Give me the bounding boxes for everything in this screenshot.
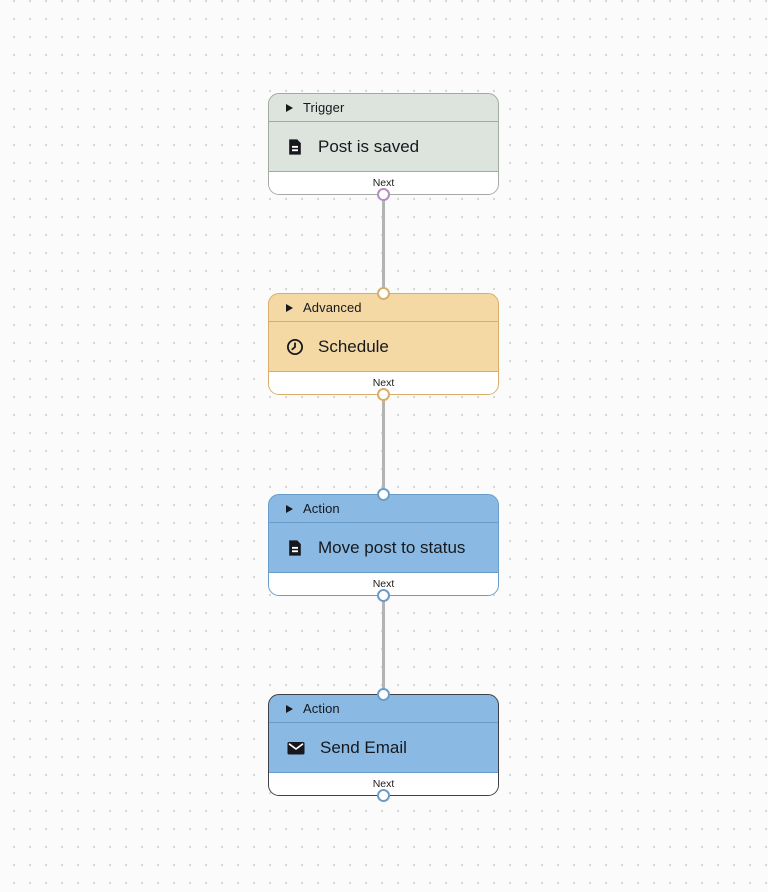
next-label: Next: [372, 578, 395, 590]
node-trigger[interactable]: Trigger Post is saved Next: [268, 93, 499, 201]
node-header[interactable]: Advanced: [269, 294, 498, 322]
next-label: Next: [372, 177, 395, 189]
output-handle[interactable]: [377, 388, 390, 401]
node-action-send-email[interactable]: Action Send Email Next: [268, 688, 499, 802]
node-category-label: Trigger: [303, 100, 345, 115]
document-icon: [289, 138, 301, 155]
node-title: Post is saved: [318, 136, 420, 156]
node-footer: Next: [269, 572, 498, 595]
input-handle[interactable]: [377, 488, 390, 501]
node-header[interactable]: Action: [269, 495, 498, 523]
collapse-triangle-icon: [286, 704, 293, 713]
node-body: Send Email: [269, 723, 498, 772]
node-advanced[interactable]: Advanced Schedule Next: [268, 287, 499, 401]
node-footer: Next: [269, 171, 498, 194]
next-label: Next: [372, 778, 395, 790]
edge-connector[interactable]: [382, 195, 385, 294]
collapse-triangle-icon: [286, 303, 293, 312]
node-footer: Next: [269, 371, 498, 394]
mail-icon: [287, 741, 305, 754]
collapse-triangle-icon: [286, 504, 293, 513]
node-header[interactable]: Action: [269, 695, 498, 723]
node-footer: Next: [269, 772, 498, 795]
node-action-move-post[interactable]: Action Move post to status Next: [268, 488, 499, 602]
collapse-triangle-icon: [286, 103, 293, 112]
output-handle[interactable]: [377, 188, 390, 201]
node-title: Send Email: [320, 737, 407, 757]
output-handle[interactable]: [377, 789, 390, 802]
node-category-label: Advanced: [303, 300, 362, 315]
input-handle[interactable]: [377, 688, 390, 701]
node-body: Schedule: [269, 322, 498, 371]
edge-connector[interactable]: [382, 596, 385, 695]
node-body: Move post to status: [269, 523, 498, 572]
edge-connector[interactable]: [382, 395, 385, 495]
next-label: Next: [372, 377, 395, 389]
node-title: Move post to status: [318, 537, 466, 557]
input-handle[interactable]: [377, 287, 390, 300]
node-body: Post is saved: [269, 122, 498, 171]
output-handle[interactable]: [377, 589, 390, 602]
node-header[interactable]: Trigger: [269, 94, 498, 122]
node-category-label: Action: [303, 701, 340, 716]
document-icon: [289, 539, 301, 556]
clock-icon: [287, 338, 303, 355]
node-category-label: Action: [303, 501, 340, 516]
node-title: Schedule: [318, 336, 389, 356]
